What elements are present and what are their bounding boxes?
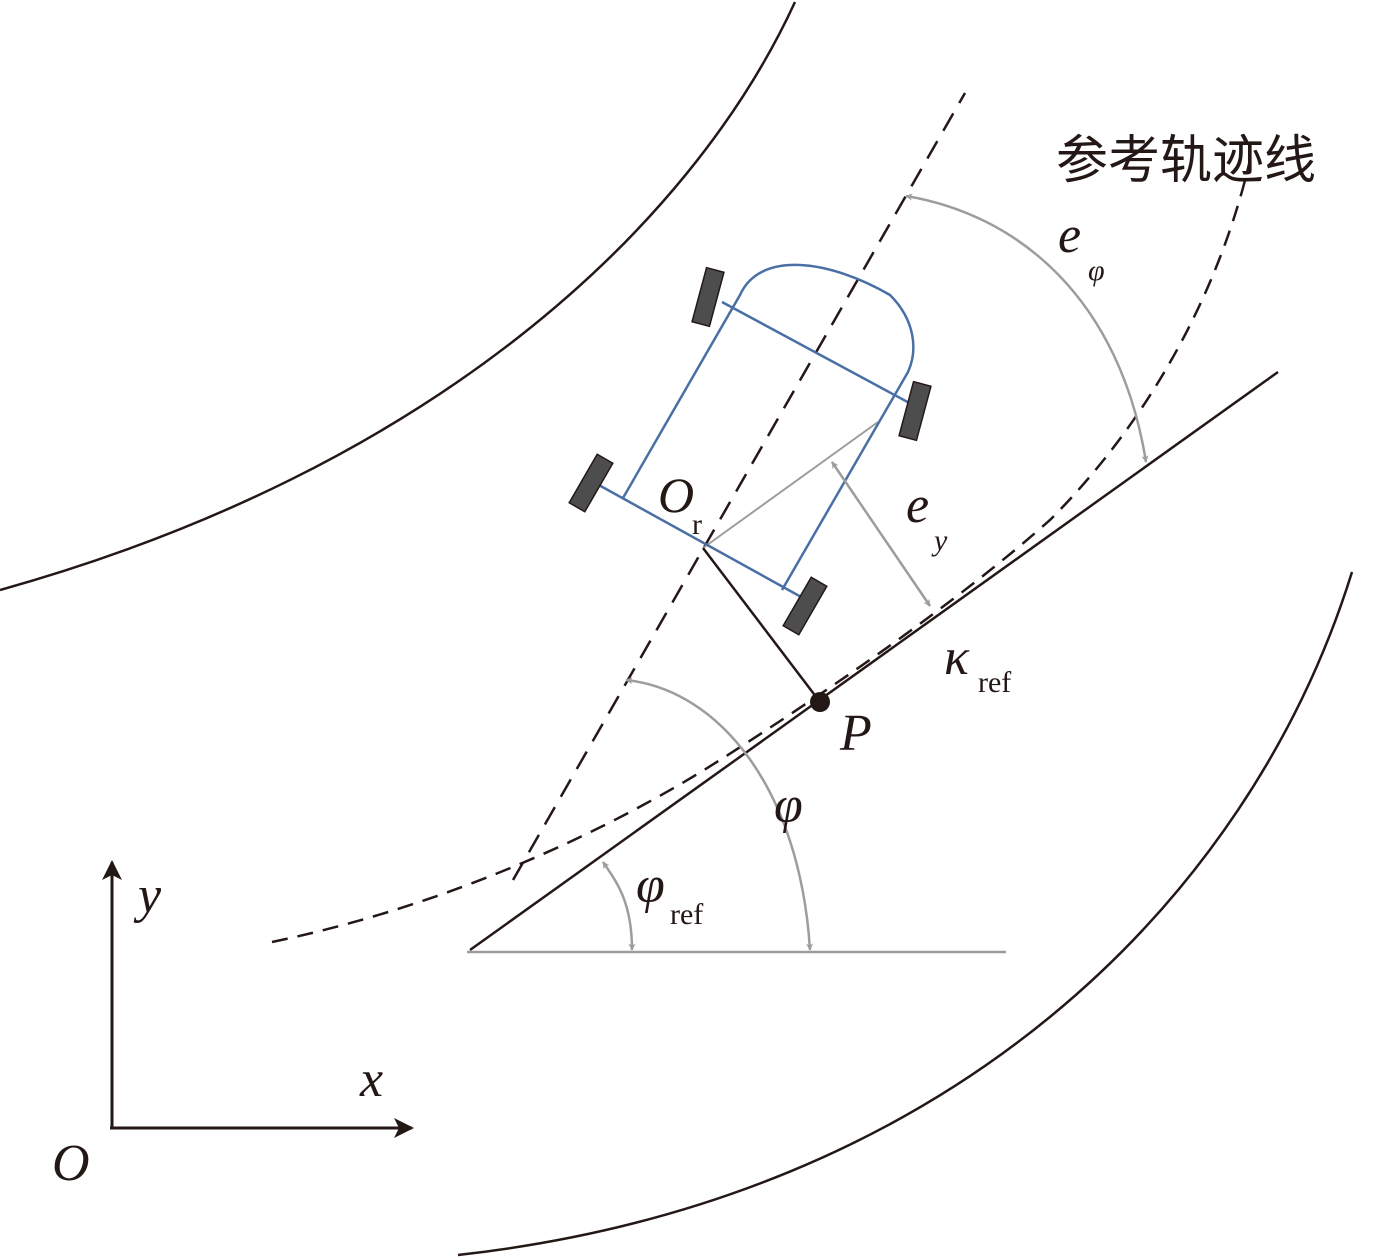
curvature-subscript: ref — [978, 666, 1011, 699]
rear-axle-subscript: r — [692, 508, 702, 541]
wheel-rear-right — [782, 576, 828, 636]
x-axis-label: x — [359, 1051, 383, 1108]
heading-angle-arc — [625, 677, 814, 951]
heading-error-arc — [905, 193, 1149, 463]
wheel-front-right — [898, 380, 932, 442]
lateral-error-label: e — [906, 477, 929, 534]
curvature-label: κ — [944, 629, 970, 686]
ref-heading-label: φ — [636, 857, 665, 914]
ref-heading-subscript: ref — [670, 898, 703, 931]
reference-tangent-line — [469, 370, 1279, 952]
lateral-offset-line — [702, 547, 821, 703]
heading-angle-label: φ — [774, 777, 803, 834]
point-P-label: P — [839, 705, 872, 762]
y-axis-label: y — [133, 867, 162, 924]
vehicle-heading-line — [511, 92, 967, 881]
front-axle — [721, 300, 916, 408]
reference-trajectory-label: 参考轨迹线 — [1056, 131, 1316, 191]
heading-error-subscript: φ — [1088, 254, 1105, 287]
road-boundary-outer — [0, 1, 797, 592]
wheel-rear-left — [568, 453, 614, 513]
origin-label: O — [52, 1135, 90, 1192]
reference-heading-arc — [601, 861, 636, 951]
reference-trajectory-curve — [271, 159, 1252, 944]
vehicle — [568, 263, 932, 636]
rear-to-front-link — [702, 421, 879, 549]
wheel-front-left — [691, 266, 725, 328]
road-boundary-inner — [457, 571, 1354, 1257]
heading-error-label: e — [1058, 207, 1081, 264]
lateral-error-arrow — [830, 461, 932, 607]
rear-axle — [596, 482, 804, 600]
reference-point-P — [810, 692, 830, 712]
rear-axle-label: O — [658, 467, 694, 523]
lateral-error-subscript: y — [931, 524, 948, 557]
